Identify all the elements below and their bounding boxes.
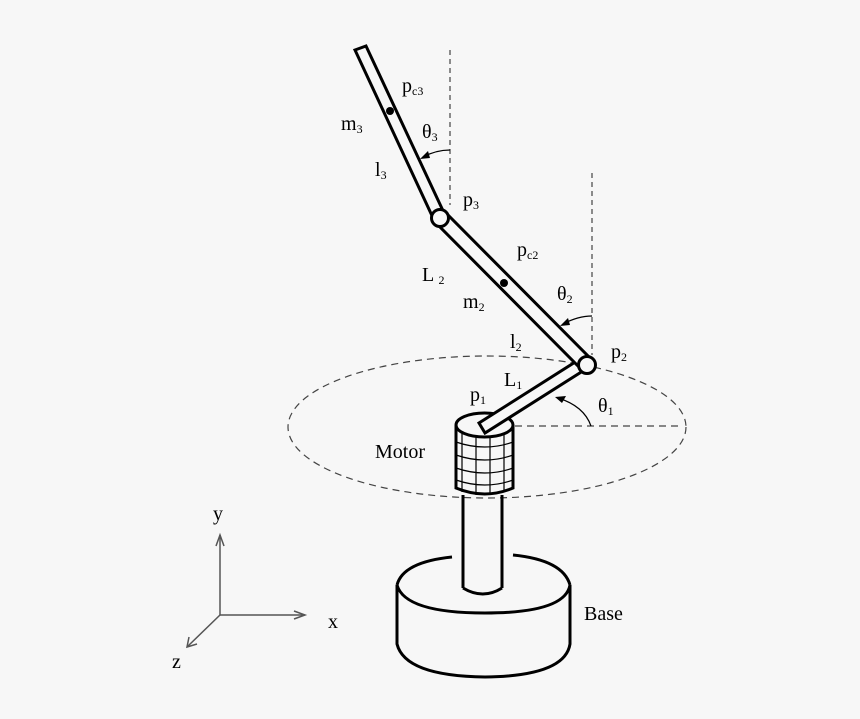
label-motor: Motor	[375, 441, 425, 463]
label-m2: m2	[463, 291, 485, 314]
theta3-arrow-icon	[420, 151, 430, 159]
joint-p3	[430, 208, 450, 228]
label-p2: p2	[611, 341, 627, 364]
label-base: Base	[584, 603, 623, 625]
theta2-arrow-icon	[560, 318, 570, 326]
theta1-arc	[557, 397, 592, 427]
label-p3: p3	[463, 189, 479, 212]
label-theta1: θ1	[598, 395, 614, 418]
rotation-ellipse	[287, 355, 687, 499]
label-l3: l3	[375, 159, 387, 182]
label-l2: l2	[510, 331, 522, 354]
label-theta2: θ2	[557, 283, 573, 306]
label-axis-x: x	[328, 611, 338, 633]
base-cylinder	[395, 553, 572, 679]
label-axis-z: z	[172, 651, 181, 673]
label-p1: p1	[470, 384, 486, 407]
pc3-mass-point	[386, 107, 394, 115]
pc2-mass-point	[500, 279, 508, 287]
label-axis-y: y	[213, 503, 223, 525]
label-pc2: pc2	[517, 239, 539, 262]
coordinate-axes	[186, 532, 308, 649]
label-pc3: pc3	[402, 75, 424, 98]
label-L1: L1	[504, 369, 523, 392]
joint-p2	[577, 355, 597, 375]
label-theta3: θ3	[422, 121, 438, 144]
motor-cylinder	[454, 411, 515, 496]
theta1-arrow-icon	[555, 396, 566, 403]
label-m3: m3	[341, 113, 363, 136]
shaft	[461, 495, 504, 596]
link-1	[476, 356, 589, 436]
label-L2: L 2	[422, 264, 445, 287]
